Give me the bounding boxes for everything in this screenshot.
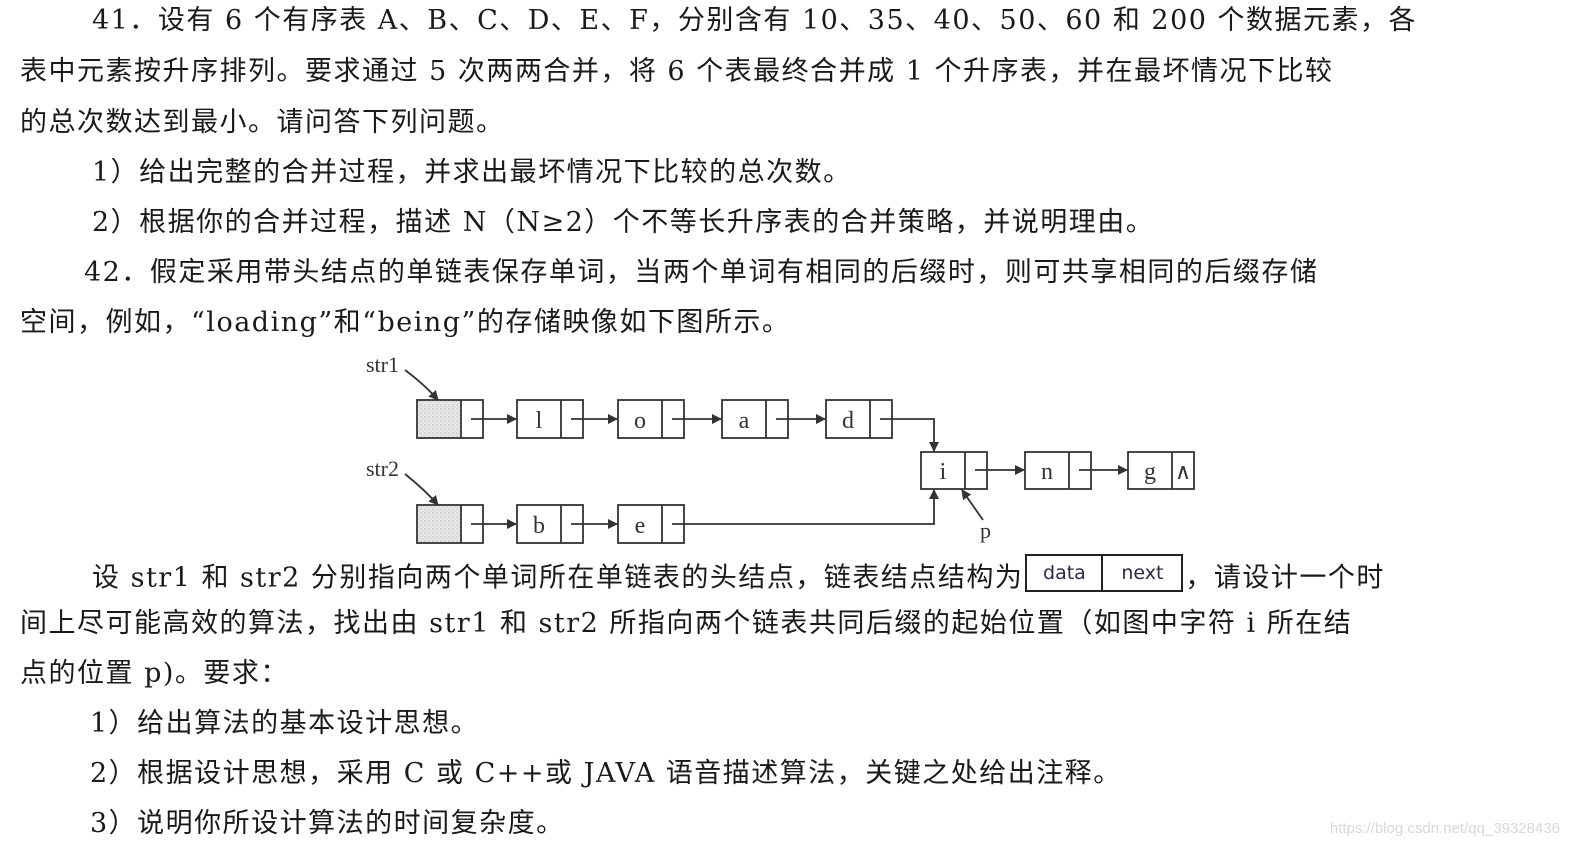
node-data-a: a	[739, 408, 750, 434]
q41-line1: 41．设有 6 个有序表 A、B、C、D、E、F，分别含有 10、35、40、5…	[92, 5, 1418, 36]
q42-req1: 1）给出算法的基本设计思想。	[90, 708, 480, 739]
node-data-i: i	[940, 459, 947, 485]
node-structure-data: data	[1027, 556, 1104, 590]
q41-line3: 的总次数达到最小。请问答下列问题。	[20, 107, 505, 138]
str2-head-node	[416, 504, 484, 544]
q41-sub1: 1）给出完整的合并过程，并求出最坏情况下比较的总次数。	[92, 157, 852, 188]
q42-req2: 2）根据设计思想，采用 C 或 C++或 JAVA 语音描述算法，关键之处给出注…	[90, 758, 1122, 789]
node-data-d: d	[842, 408, 854, 434]
node-structure-box: data next	[1025, 554, 1184, 592]
p-label: p	[980, 518, 991, 543]
node-data-g: g	[1144, 459, 1156, 485]
str2-label: str2	[366, 456, 399, 481]
q42-line4: 间上尽可能高效的算法，找出由 str1 和 str2 所指向两个链表共同后缀的起…	[20, 608, 1353, 639]
q42-line1: 42．假定采用带头结点的单链表保存单词，当两个单词有相同的后缀时，则可共享相同的…	[84, 257, 1319, 288]
node-data-n: n	[1041, 459, 1053, 485]
null-pointer-icon: ∧	[1175, 459, 1191, 484]
q42-para-start: 设 str1 和 str2 分别指向两个单词所在单链表的头结点，链表结点结构为	[92, 562, 1024, 594]
str1-label: str1	[366, 352, 399, 377]
node-data-o: o	[634, 408, 646, 434]
q41-line2: 表中元素按升序排列。要求通过 5 次两两合并，将 6 个表最终合并成 1 个升序…	[20, 56, 1334, 87]
q42-req3: 3）说明你所设计算法的时间复杂度。	[90, 808, 565, 839]
str1-head-node	[416, 399, 484, 439]
q42-line2: 空间，例如，“loading”和“being”的存储映像如下图所示。	[20, 307, 791, 338]
node-data-l: l	[536, 408, 543, 434]
node-data-e: e	[635, 513, 646, 539]
q42-line5: 点的位置 p)。要求：	[20, 658, 289, 689]
node-data-b: b	[533, 513, 545, 539]
q42-para-end: ，请设计一个时	[1185, 562, 1385, 594]
node-structure-next: next	[1121, 562, 1164, 584]
watermark: https://blog.csdn.net/qq_39328436	[1329, 820, 1560, 837]
q41-sub2: 2）根据你的合并过程，描述 N（N≥2）个不等长升序表的合并策略，并说明理由。	[92, 207, 1155, 238]
